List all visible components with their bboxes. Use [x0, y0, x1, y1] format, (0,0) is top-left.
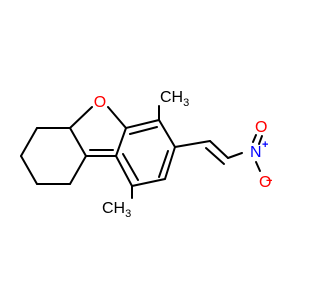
bond	[174, 140, 211, 148]
methyl-bottom-label: CH3	[102, 200, 131, 220]
bond	[129, 126, 158, 135]
bond	[131, 178, 166, 187]
bond	[69, 155, 87, 185]
methyl-top-label: CH3	[160, 89, 189, 109]
bond	[20, 155, 38, 185]
bond	[164, 146, 176, 180]
bond	[122, 153, 139, 181]
bond	[20, 127, 38, 157]
bond	[258, 135, 263, 145]
nitro-oxygen-bottom-charge: −	[266, 175, 272, 187]
methyl-top-text: CH	[160, 89, 183, 106]
bond	[158, 150, 169, 178]
nitro-nitrogen-charge: +	[262, 139, 268, 151]
bond	[69, 127, 87, 157]
methyl-bottom-text: CH	[102, 200, 125, 217]
bond	[158, 119, 176, 148]
bond	[107, 106, 127, 129]
bond	[227, 152, 243, 159]
bond	[115, 155, 133, 187]
bond	[252, 134, 257, 143]
bond	[205, 147, 225, 165]
bond	[255, 161, 261, 172]
ring-oxygen-label: O	[94, 94, 106, 111]
bond	[209, 140, 229, 159]
nitro-nitrogen-label: N	[250, 144, 262, 161]
bond	[69, 106, 93, 129]
molecule-diagram: O CH3 CH3 N + O O −	[20, 89, 272, 220]
methyl-bottom-subscript: 3	[125, 208, 131, 220]
nitro-oxygen-top-label: O	[255, 119, 267, 136]
methyl-top-subscript: 3	[183, 97, 189, 109]
bond	[125, 119, 160, 129]
nitro-oxygen-bottom-label: O	[259, 174, 271, 191]
bond	[115, 127, 127, 157]
